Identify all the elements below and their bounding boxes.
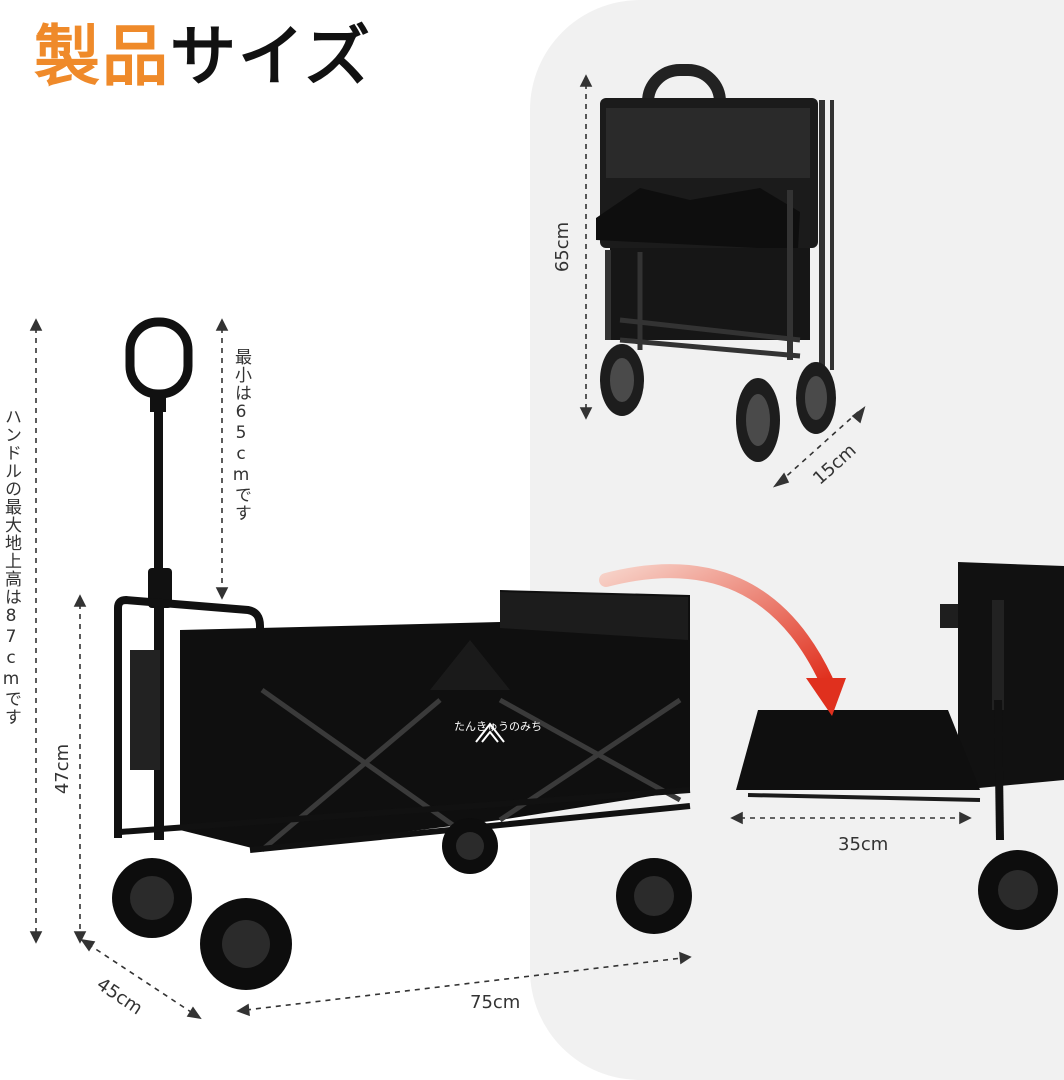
- main-wagon-image: [112, 317, 692, 990]
- title-part-size: サイズ: [170, 18, 373, 95]
- folded-height-dimension-line: [579, 74, 593, 420]
- page-title: 製品サイズ: [34, 24, 372, 90]
- brand-name: たんきゅうのみち: [454, 720, 542, 733]
- tailgate-length-label: 35cm: [838, 834, 889, 855]
- body-height-label: 47cm: [52, 743, 74, 795]
- fold-direction-arrow: [599, 564, 846, 716]
- handle-min-height-label: 最小は65cmです: [231, 348, 251, 522]
- handle-max-height-label: ハンドルの最大地上高は87cmです: [1, 408, 21, 726]
- depth-dimension-line: [80, 938, 202, 1020]
- handle-max-height-dimension-line: [29, 318, 43, 944]
- folded-wagon-image: [596, 64, 836, 462]
- title-part-product: 製品: [34, 18, 170, 95]
- tailgate-detail-image: [736, 562, 1064, 930]
- length-dimension-line: [236, 951, 692, 1017]
- brand-logo: たんきゅうのみち: [438, 718, 558, 734]
- body-height-dimension-line: [73, 594, 87, 944]
- handle-min-height-dimension-line: [215, 318, 229, 600]
- length-label: 75cm: [470, 992, 521, 1013]
- folded-thickness-dimension-line: [772, 405, 866, 488]
- tailgate-length-dimension-line: [730, 811, 972, 825]
- folded-height-label: 65cm: [552, 221, 574, 273]
